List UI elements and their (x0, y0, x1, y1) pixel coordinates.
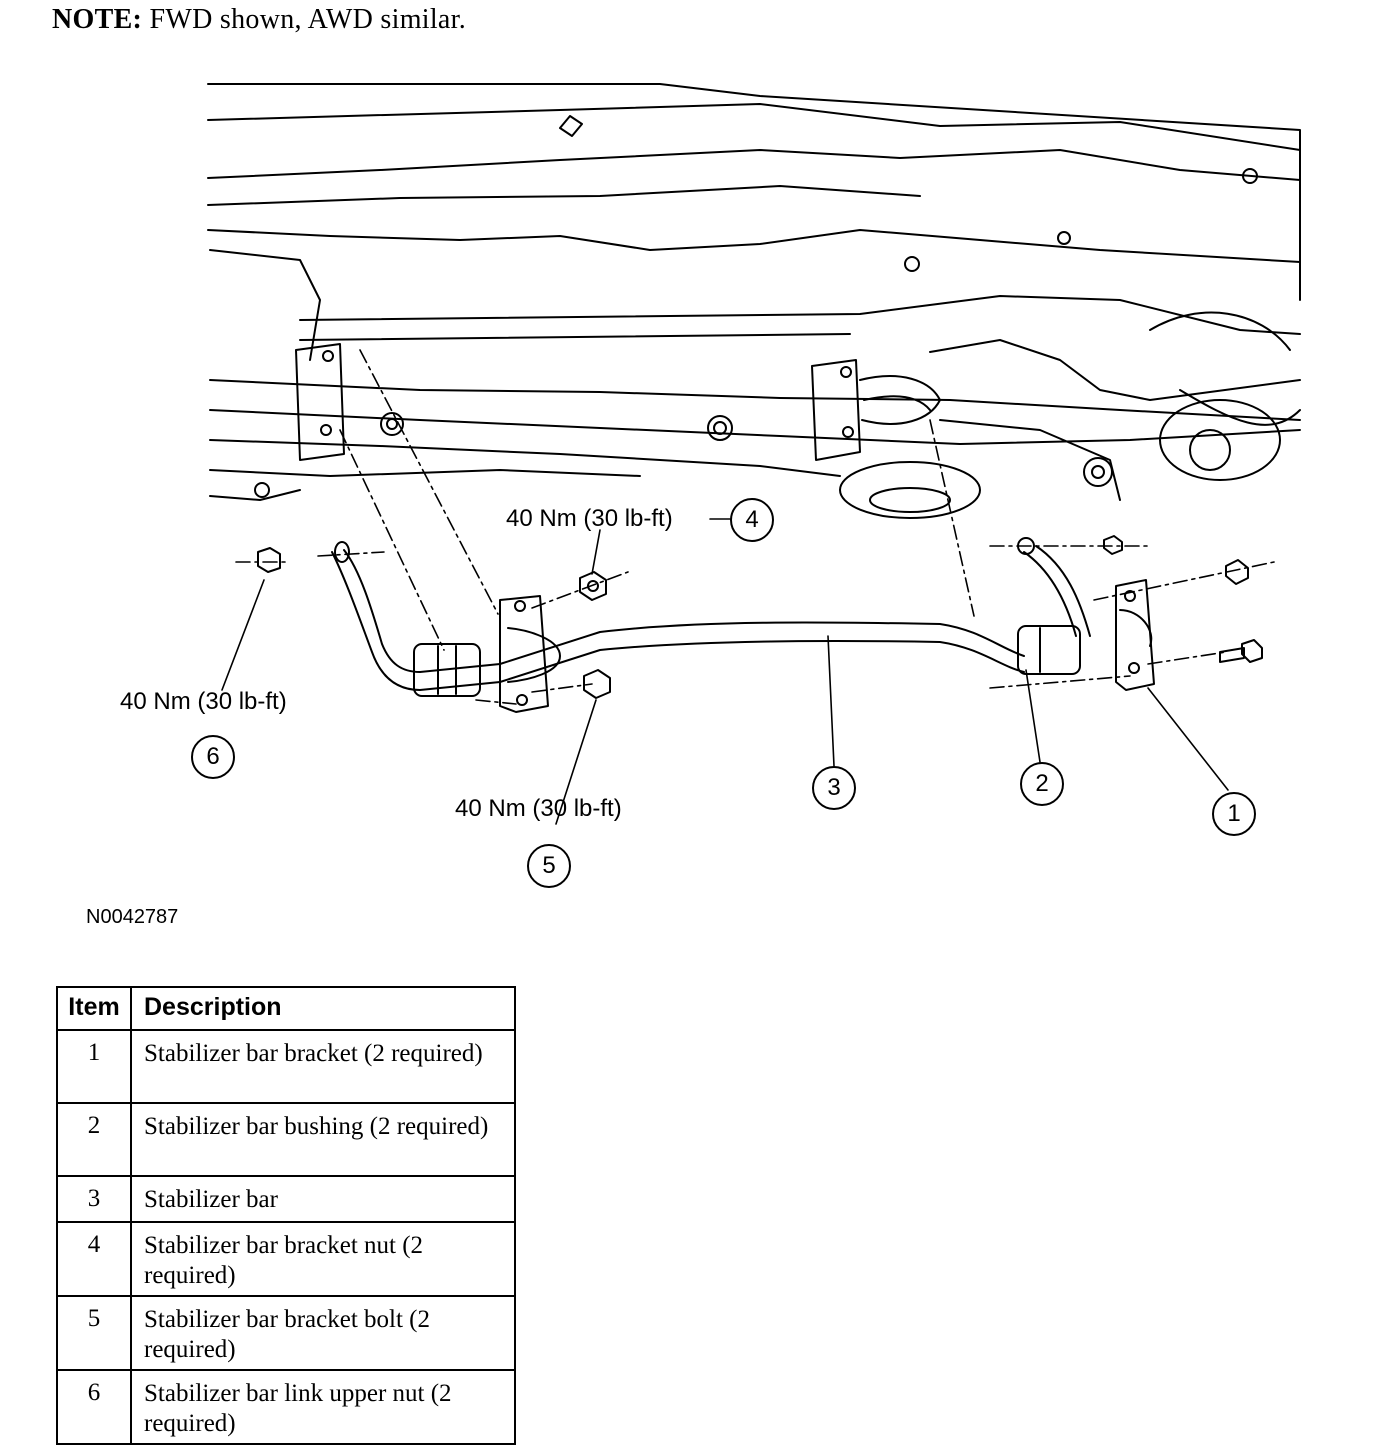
fasteners (257, 535, 1263, 699)
callout-4: 4 (730, 498, 774, 542)
torque-label-item-6: 40 Nm (30 lb-ft) (120, 688, 287, 715)
legend-item-description: Stabilizer bar bushing (2 required) (130, 1102, 516, 1177)
legend-item-number: 3 (56, 1175, 132, 1223)
leader-lines (221, 518, 1229, 825)
right-bushing-bracket (1017, 579, 1155, 691)
legend-item-number: 4 (56, 1221, 132, 1297)
table-row: 6 Stabilizer bar link upper nut (2 requi… (56, 1369, 516, 1445)
table-row: 1 Stabilizer bar bracket (2 required) (56, 1029, 516, 1104)
legend-item-description: Stabilizer bar bracket bolt (2 required) (130, 1295, 516, 1371)
note-text: FWD shown, AWD similar. (149, 4, 467, 35)
legend-item-number: 5 (56, 1295, 132, 1371)
left-bushing-bracket (413, 595, 561, 713)
note: NOTE: FWD shown, AWD similar. (52, 4, 466, 36)
stabilizer-bar-diagram (207, 83, 1301, 825)
callout-3: 3 (812, 766, 856, 810)
table-row: 5 Stabilizer bar bracket bolt (2 require… (56, 1295, 516, 1371)
table-row: 4 Stabilizer bar bracket nut (2 required… (56, 1221, 516, 1297)
torque-label-item-4: 40 Nm (30 lb-ft) (506, 505, 673, 532)
legend-item-description: Stabilizer bar link upper nut (2 require… (130, 1369, 516, 1445)
table-row: 2 Stabilizer bar bushing (2 required) (56, 1102, 516, 1177)
legend-item-number: 2 (56, 1102, 132, 1177)
legend-item-description: Stabilizer bar (130, 1175, 516, 1223)
callout-1: 1 (1212, 792, 1256, 836)
legend-table: Item Description 1 Stabilizer bar bracke… (56, 986, 516, 1445)
vehicle-underbody (207, 83, 1301, 519)
legend-header-item: Item (56, 986, 132, 1031)
figure-code: N0042787 (86, 906, 179, 928)
assembly-lines (235, 349, 1275, 705)
legend-item-number: 1 (56, 1029, 132, 1104)
legend-header-row: Item Description (56, 986, 516, 1031)
table-row: 3 Stabilizer bar (56, 1175, 516, 1223)
torque-label-item-5: 40 Nm (30 lb-ft) (455, 795, 622, 822)
stabilizer-bar-shape (331, 537, 1091, 691)
note-label: NOTE: (52, 4, 143, 35)
callout-5: 5 (527, 844, 571, 888)
legend-item-description: Stabilizer bar bracket nut (2 required) (130, 1221, 516, 1297)
legend-item-number: 6 (56, 1369, 132, 1445)
legend-item-description: Stabilizer bar bracket (2 required) (130, 1029, 516, 1104)
callout-2: 2 (1020, 762, 1064, 806)
callout-6: 6 (191, 735, 235, 779)
legend-header-description: Description (130, 986, 516, 1031)
